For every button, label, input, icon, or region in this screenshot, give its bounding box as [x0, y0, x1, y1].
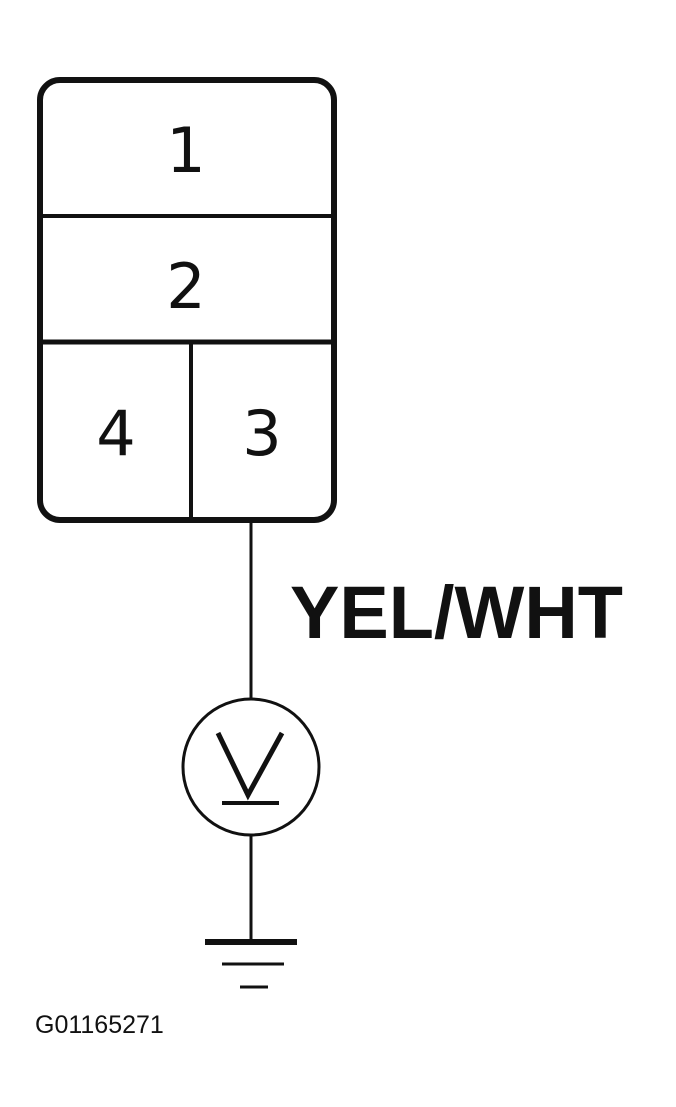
wire-color-label: YEL/WHT — [290, 571, 623, 654]
connector: 1 2 4 3 — [37, 77, 337, 523]
ground-icon — [205, 939, 297, 989]
figure-id: G01165271 — [35, 1011, 164, 1039]
connector-outline — [37, 77, 337, 523]
pin-4-label: 4 — [96, 397, 135, 470]
pin-1-label: 1 — [166, 114, 205, 187]
pin-3-label: 3 — [242, 397, 281, 470]
pin-2-label: 2 — [166, 250, 205, 323]
voltmeter-icon — [181, 697, 321, 837]
